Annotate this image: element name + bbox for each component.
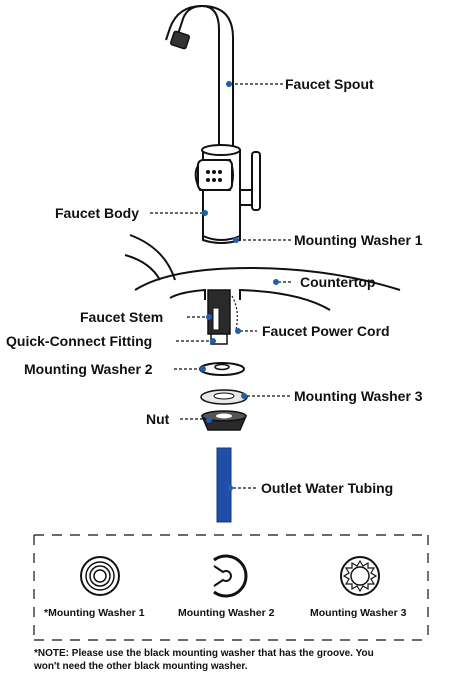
outlet-water-tubing [216, 447, 232, 523]
label-quick-connect-fitting: Quick-Connect Fitting [6, 333, 152, 349]
label-faucet-spout: Faucet Spout [285, 76, 374, 92]
washer-2-icon [213, 554, 248, 598]
leader-lines [150, 81, 293, 491]
mounting-washer-3 [200, 389, 248, 405]
note-line-2: won't need the other black mounting wash… [33, 661, 248, 672]
countertop [124, 234, 401, 311]
washer-legend-box: *Mounting Washer 1 Mounting Washer 2 Mou… [33, 534, 429, 641]
washer-3-icon [340, 556, 380, 596]
faucet-body [194, 144, 261, 244]
spout-tip-icon [169, 30, 191, 50]
label-faucet-body: Faucet Body [55, 205, 139, 221]
label-nut: Nut [146, 411, 170, 427]
nut [200, 410, 248, 431]
legend-label-washer-1: *Mounting Washer 1 [44, 607, 145, 619]
label-mounting-washer-3: Mounting Washer 3 [294, 388, 423, 404]
washer-1-icon [80, 556, 120, 596]
faucet-spout [165, 4, 234, 158]
legend-label-washer-3: Mounting Washer 3 [310, 607, 407, 619]
label-mounting-washer-1: Mounting Washer 1 [294, 232, 423, 248]
note-line-1: *NOTE: Please use the black mounting was… [34, 648, 374, 659]
faucet-handle [251, 151, 261, 211]
faucet-display-icon [197, 159, 233, 191]
label-faucet-stem: Faucet Stem [80, 309, 163, 325]
mounting-washer-2 [199, 362, 245, 376]
faucet-stem [207, 289, 238, 335]
label-faucet-power-cord: Faucet Power Cord [262, 323, 390, 339]
label-mounting-washer-2: Mounting Washer 2 [24, 361, 153, 377]
label-countertop: Countertop [300, 274, 375, 290]
label-outlet-water-tubing: Outlet Water Tubing [261, 480, 393, 496]
legend-label-washer-2: Mounting Washer 2 [178, 607, 275, 619]
